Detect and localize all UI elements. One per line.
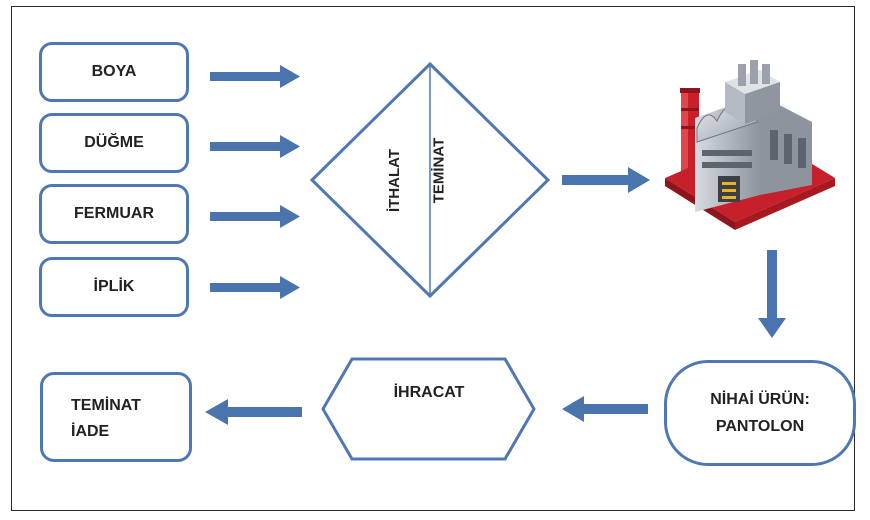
- arrow-iplik: [210, 276, 300, 299]
- input-box-dugme: DÜĞME: [39, 113, 189, 173]
- arrow-fermuar: [210, 205, 300, 228]
- refund-line2: İADE: [71, 423, 110, 440]
- import-guarantee-diamond: [309, 61, 551, 299]
- final-product-line1: NİHAİ ÜRÜN:: [710, 391, 810, 408]
- input-label-boya: BOYA: [91, 63, 137, 80]
- refund-line1: TEMİNAT: [71, 397, 141, 414]
- arrow-to-product: [758, 250, 786, 338]
- input-box-iplik: İPLİK: [39, 257, 189, 317]
- input-box-fermuar: FERMUAR: [39, 184, 189, 244]
- input-label-fermuar: FERMUAR: [74, 205, 154, 222]
- arrow-to-export: [562, 396, 648, 422]
- export-label: İHRACAT: [393, 384, 465, 401]
- guarantee-refund-box: TEMİNAT İADE: [40, 372, 192, 462]
- factory-icon: [665, 60, 835, 230]
- arrow-to-refund: [205, 399, 302, 425]
- import-label: İTHALAT: [386, 148, 404, 213]
- input-box-boya: BOYA: [39, 42, 189, 102]
- arrow-dugme: [210, 135, 300, 158]
- final-product-box: NİHAİ ÜRÜN: PANTOLON: [664, 360, 856, 466]
- arrow-to-factory: [562, 167, 650, 193]
- arrow-boya: [210, 65, 300, 88]
- input-label-dugme: DÜĞME: [84, 134, 144, 151]
- final-product-line2: PANTOLON: [715, 418, 805, 435]
- diagram-frame: [11, 6, 855, 511]
- export-hexagon: [321, 357, 536, 461]
- guarantee-label: TEMİNAT: [430, 137, 448, 204]
- input-label-iplik: İPLİK: [93, 278, 135, 295]
